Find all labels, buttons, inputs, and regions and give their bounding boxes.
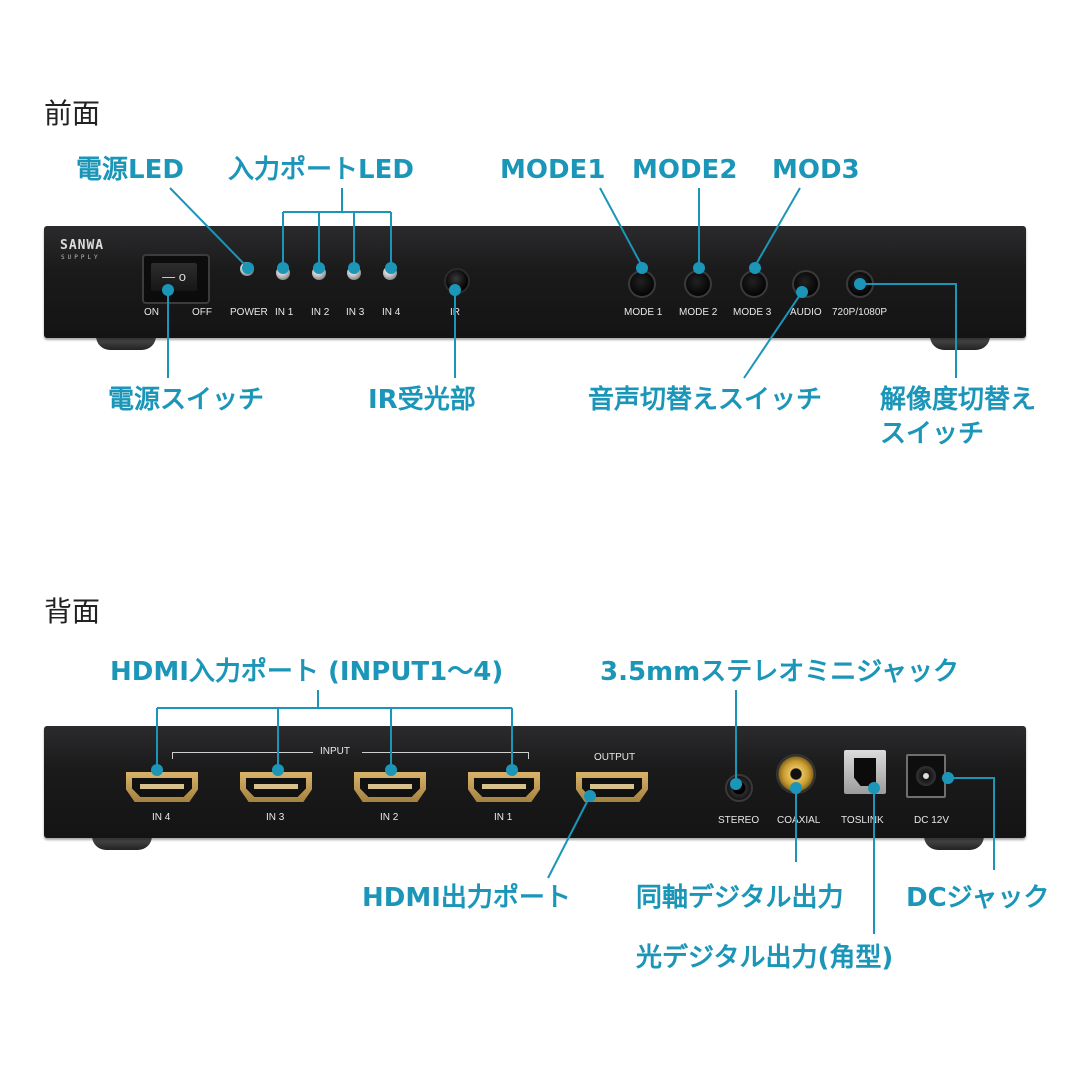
callout-resolution-line2: スイッチ: [880, 419, 985, 449]
input-bracket-right: [362, 752, 529, 759]
power-switch[interactable]: — o: [142, 254, 210, 304]
dot-power-switch: [162, 284, 174, 296]
label-on: ON: [144, 307, 159, 318]
rear-section-title: 背面: [44, 595, 101, 628]
hdmi-in2-port[interactable]: [354, 772, 426, 802]
front-foot-right: [930, 336, 990, 350]
dot-stereo: [730, 778, 742, 790]
brand-sub: SUPPLY: [61, 254, 101, 261]
switch-rocker-icon: — o: [151, 263, 197, 291]
callout-stereo-jack: 3.5mmステレオミニジャック: [600, 657, 959, 687]
callout-mode1: MODE1: [500, 155, 606, 185]
dot-in2: [313, 262, 325, 274]
label-mode2: MODE 2: [679, 307, 718, 318]
label-in2: IN 2: [380, 812, 399, 823]
label-output: OUTPUT: [594, 752, 636, 763]
callout-hdmi-output: HDMI出力ポート: [362, 883, 571, 913]
rear-panel: INPUT OUTPUT IN 4 IN 3 IN 2 IN 1 STEREO …: [44, 726, 1026, 838]
label-in4: IN 4: [382, 307, 401, 318]
label-in3: IN 3: [266, 812, 285, 823]
hdmi-in3-port[interactable]: [240, 772, 312, 802]
label-mode3: MODE 3: [733, 307, 772, 318]
callout-optical-out: 光デジタル出力(角型): [636, 943, 894, 973]
label-in4: IN 4: [152, 812, 171, 823]
leader-audio: [743, 291, 803, 379]
leader-resolution: [860, 283, 957, 378]
dot-hdmi-in1: [506, 764, 518, 776]
front-foot-left: [96, 336, 156, 350]
label-input: INPUT: [320, 746, 350, 757]
dot-coaxial: [790, 782, 802, 794]
label-power: POWER: [230, 307, 268, 318]
callout-hdmi-inputs: HDMI入力ポート (INPUT1〜4): [110, 657, 504, 687]
input-bracket-left: [172, 752, 313, 759]
label-mode1: MODE 1: [624, 307, 663, 318]
label-in3: IN 3: [346, 307, 365, 318]
leader-power-led: [169, 187, 249, 269]
label-resolution: 720P/1080P: [832, 307, 888, 318]
dot-dc: [942, 772, 954, 784]
dot-hdmi-in4: [151, 764, 163, 776]
label-coaxial: COAXIAL: [777, 815, 821, 826]
rear-foot-left: [92, 836, 152, 850]
leader-hdmi-output: [547, 795, 591, 879]
dot-mode1: [636, 262, 648, 274]
label-in2: IN 2: [311, 307, 330, 318]
callout-coaxial-out: 同軸デジタル出力: [636, 883, 844, 913]
dot-power-led: [242, 262, 254, 274]
rear-foot-right: [924, 836, 984, 850]
callout-mode3: MOD3: [772, 155, 860, 185]
toslink-opening-icon: [854, 758, 876, 786]
dot-in1: [277, 262, 289, 274]
dot-resolution: [854, 278, 866, 290]
callout-dc-jack: DCジャック: [906, 883, 1050, 913]
leader-mode1: [599, 187, 643, 267]
callout-power-led: 電源LED: [76, 155, 184, 185]
callout-power-switch: 電源スイッチ: [108, 385, 265, 415]
label-toslink: TOSLINK: [841, 815, 884, 826]
hdmi-in1-port[interactable]: [468, 772, 540, 802]
label-stereo: STEREO: [718, 815, 760, 826]
dot-in3: [348, 262, 360, 274]
dot-audio: [796, 286, 808, 298]
dot-ir: [449, 284, 461, 296]
dot-hdmi-in2: [385, 764, 397, 776]
dot-hdmi-output: [584, 790, 596, 802]
label-in1: IN 1: [275, 307, 294, 318]
callout-resolution-line1: 解像度切替え: [880, 385, 1037, 415]
hdmi-in4-port[interactable]: [126, 772, 198, 802]
callout-ir-receiver: IR受光部: [368, 385, 476, 415]
brand-logo: SANWA: [60, 238, 105, 253]
label-in1: IN 1: [494, 812, 513, 823]
dot-hdmi-in3: [272, 764, 284, 776]
callout-mode2: MODE2: [632, 155, 738, 185]
front-section-title: 前面: [44, 97, 101, 130]
label-dc: DC 12V: [914, 815, 950, 826]
callout-input-led: 入力ポートLED: [228, 155, 414, 185]
dot-mode2: [693, 262, 705, 274]
dot-toslink: [868, 782, 880, 794]
dc-pin-icon: [916, 766, 936, 786]
dot-mode3: [749, 262, 761, 274]
leader-mode3: [754, 187, 801, 267]
dot-in4: [385, 262, 397, 274]
callout-audio-switch: 音声切替えスイッチ: [588, 385, 823, 415]
label-audio: AUDIO: [790, 307, 822, 318]
leader-dc: [948, 777, 995, 870]
label-off: OFF: [192, 307, 212, 318]
